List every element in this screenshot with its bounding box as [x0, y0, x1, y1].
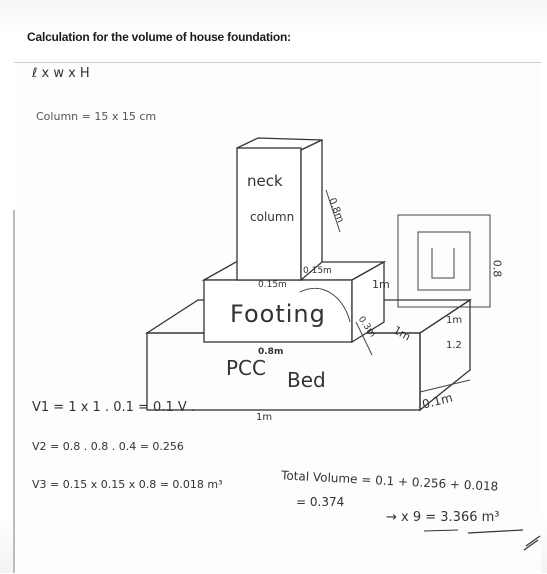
- calc-v1: V1 = 1 x 1 . 0.1 = 0.1 V .: [32, 400, 196, 415]
- plan-small-dim: 1.2: [446, 340, 462, 351]
- calc-total-result: = 0.374: [296, 495, 345, 509]
- dim-1m-a: 1m: [372, 278, 390, 291]
- footing-label: Footing: [230, 300, 326, 328]
- calc-final-answer: → x 9 = 3.366 m³: [386, 510, 500, 525]
- column-note: Column = 15 x 15 cm: [36, 110, 157, 123]
- column-label: column: [250, 210, 295, 224]
- bed-label: Bed: [287, 368, 326, 392]
- footing-depth-dim: 0.8m: [258, 347, 284, 357]
- formula-hint: ℓ x w x H: [32, 66, 90, 81]
- plan-view-sketch: [397, 214, 491, 308]
- neck-column-shape: [236, 137, 323, 282]
- page-title: Calculation for the volume of house foun…: [27, 30, 291, 44]
- dim-1m-c: 1m: [256, 412, 273, 423]
- neck-side-b-dim: 0.15m: [303, 266, 332, 276]
- pcc-label: PCC: [226, 356, 266, 380]
- plan-bottom-dim: 1m: [446, 315, 463, 326]
- plan-side-dim: 0.8: [490, 259, 504, 278]
- neck-side-a-dim: 0.15m: [258, 280, 287, 290]
- calc-v2: V2 = 0.8 . 0.8 . 0.4 = 0.256: [32, 440, 184, 453]
- neck-label: neck: [247, 172, 283, 190]
- calc-v3: V3 = 0.15 x 0.15 x 0.8 = 0.018 m³: [32, 478, 223, 491]
